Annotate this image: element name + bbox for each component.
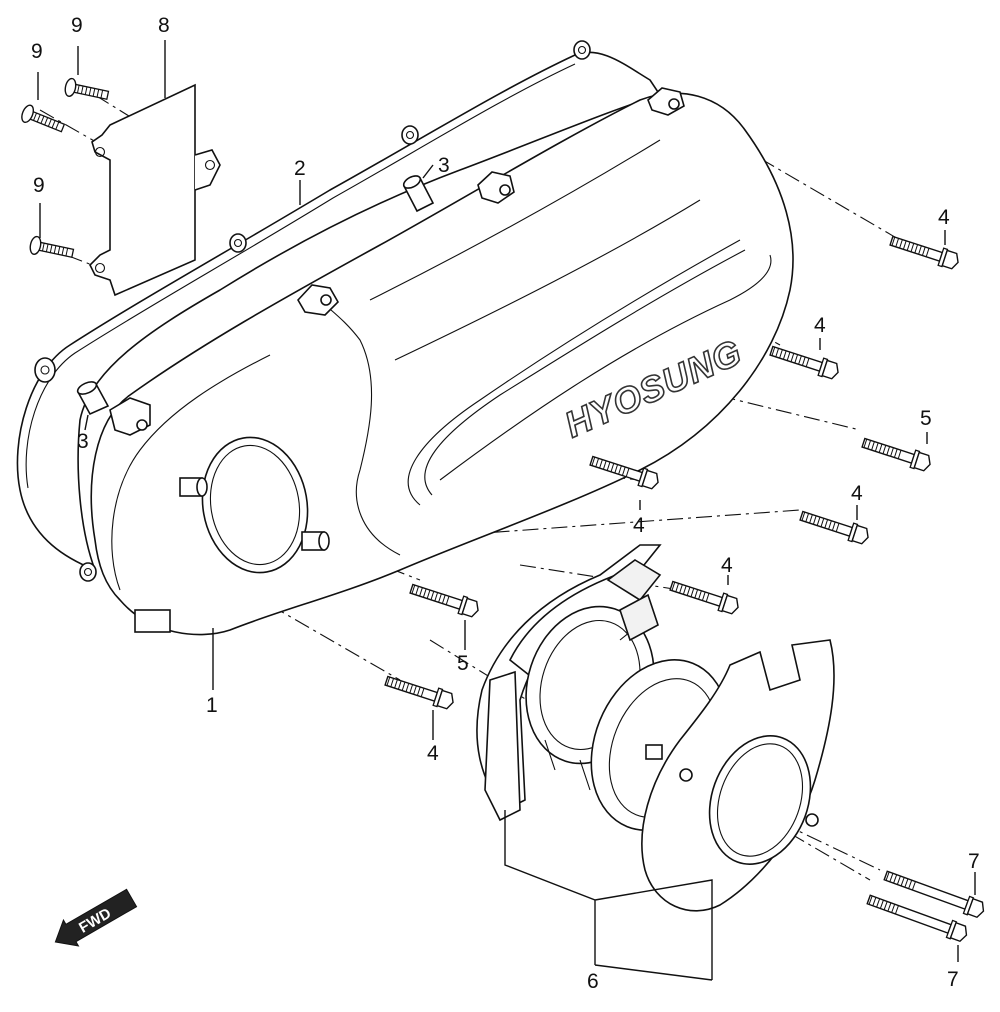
bracket-plate — [89, 83, 196, 297]
callouts: 9 9 8 9 2 3 4 4 3 5 4 4 4 5 1 4 7 6 7 — [31, 14, 980, 993]
bolt-4-e — [667, 576, 742, 617]
callout-label: 9 — [71, 14, 83, 37]
bolt-4-b — [767, 341, 842, 382]
callout-label: 7 — [947, 968, 959, 991]
leader-lines — [37, 40, 976, 981]
callout-label: 4 — [427, 742, 439, 765]
cover-opening-outer — [201, 436, 309, 574]
dowel-pin-left — [76, 381, 110, 416]
callout-label: 4 — [633, 514, 645, 537]
bolt-4-a — [887, 231, 962, 272]
callout-label: 7 — [968, 850, 980, 873]
callout-label: 4 — [938, 206, 950, 229]
gasket — [16, 51, 662, 572]
callout-label: 9 — [31, 40, 43, 63]
dowel-pin-top — [402, 175, 435, 213]
fwd-arrow: FWD — [54, 888, 138, 947]
dowel-pins-on-cover — [179, 477, 330, 551]
bolt-5-b — [407, 579, 482, 620]
bolt-5-a — [859, 433, 934, 474]
callout-label: 2 — [294, 157, 306, 180]
callout-label: 1 — [206, 694, 218, 717]
callout-label: 3 — [77, 430, 89, 453]
callout-label: 4 — [851, 482, 863, 505]
callout-label: 3 — [438, 154, 450, 177]
screw-9-left — [18, 102, 67, 138]
bolt-4-d — [797, 506, 872, 547]
callout-label: 4 — [721, 554, 733, 577]
gasket-tabs — [34, 40, 591, 582]
callout-label: 9 — [33, 174, 45, 197]
bolt-4-f — [382, 671, 457, 712]
screw-9-lower — [28, 234, 76, 263]
callout-label: 5 — [920, 407, 932, 430]
callout-label: 6 — [587, 970, 599, 993]
callout-label: 5 — [457, 652, 469, 675]
callout-label: 4 — [814, 314, 826, 337]
callout-label: 8 — [158, 14, 170, 37]
cover-bosses — [109, 87, 685, 633]
